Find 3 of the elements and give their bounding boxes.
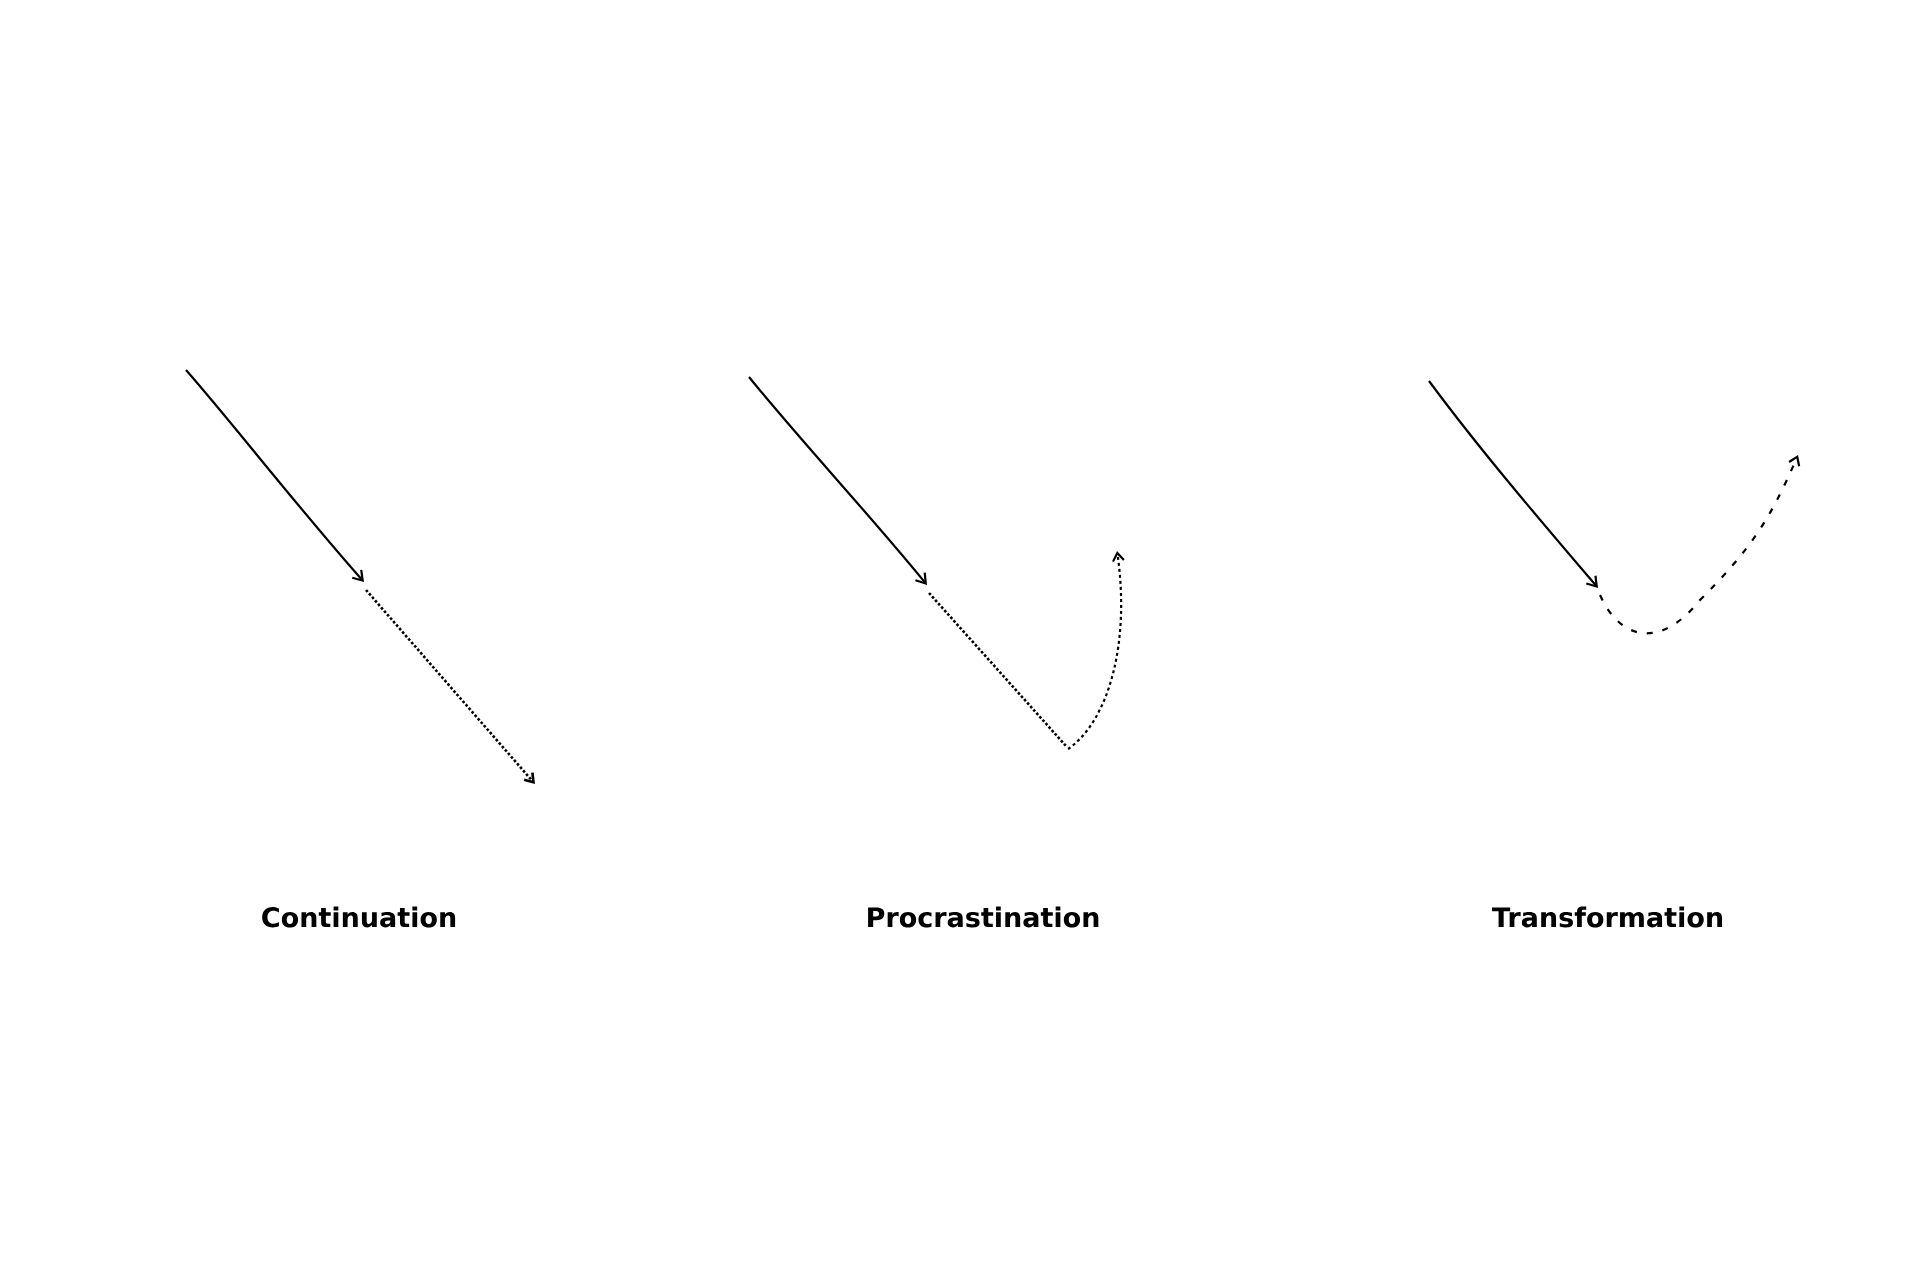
caption-label: Procrastination <box>868 906 1099 928</box>
caption-label: Continuation <box>262 906 456 928</box>
caption-label: Transformation <box>1492 906 1722 928</box>
